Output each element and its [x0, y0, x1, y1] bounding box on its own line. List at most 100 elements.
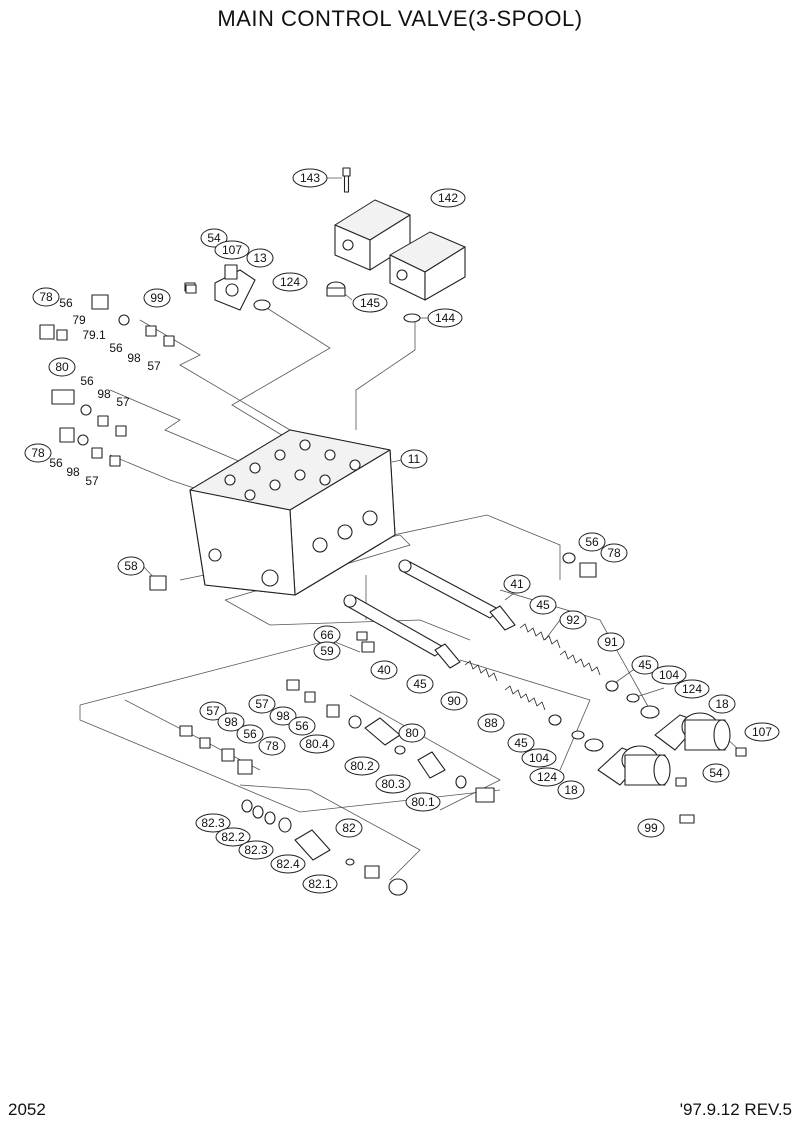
- callout-45: 45: [631, 655, 659, 675]
- callout-text: 57: [206, 704, 220, 718]
- callout-11: 11: [400, 449, 428, 469]
- part-label-56: 56: [109, 341, 123, 355]
- callout-66: 66: [313, 625, 341, 645]
- callout-144: 144: [427, 308, 463, 328]
- callout-143: 143: [292, 168, 328, 188]
- callout-80: 80: [398, 723, 426, 743]
- o-ring-124-low: [584, 738, 604, 752]
- part-label-57: 57: [147, 359, 161, 373]
- ring-104: [626, 693, 640, 703]
- callout-text: 92: [566, 613, 580, 627]
- callout-text: 99: [150, 291, 164, 305]
- callout-text: 124: [682, 682, 702, 696]
- callout-54: 54: [200, 228, 228, 248]
- callout-56: 56: [288, 716, 316, 736]
- callout-text: 82.4: [276, 857, 300, 871]
- callout-text: 66: [320, 628, 334, 642]
- callout-80-2: 80.2: [344, 756, 380, 776]
- callout-text: 78: [607, 546, 621, 560]
- part-label-79: 79: [72, 313, 86, 327]
- callout-145: 145: [352, 293, 388, 313]
- part-label-79-1: 79.1: [82, 328, 106, 342]
- callout-text: 124: [537, 770, 557, 784]
- callout-58: 58: [117, 556, 145, 576]
- callout-text: 82: [342, 821, 356, 835]
- callout-text: 107: [752, 725, 772, 739]
- callout-104: 104: [651, 665, 687, 685]
- part-label-98: 98: [97, 387, 111, 401]
- callout-78: 78: [32, 287, 60, 307]
- callout-45: 45: [406, 674, 434, 694]
- flange-13: [214, 264, 256, 311]
- callout-45: 45: [529, 595, 557, 615]
- o-ring-144: [403, 313, 421, 323]
- callout-18: 18: [557, 780, 585, 800]
- callout-78: 78: [600, 543, 628, 563]
- callout-text: 54: [207, 231, 221, 245]
- callout-text: 78: [31, 446, 45, 460]
- callout-80-1: 80.1: [405, 792, 441, 812]
- cap-18-lower: [597, 745, 671, 786]
- cap-18-upper: [654, 712, 731, 751]
- part-label-56: 56: [49, 456, 63, 470]
- callout-text: 78: [39, 290, 53, 304]
- part-label-98: 98: [127, 351, 141, 365]
- callout-40: 40: [370, 660, 398, 680]
- callout-text: 80.4: [305, 737, 329, 751]
- callout-text: 45: [413, 677, 427, 691]
- bolt-143: [342, 167, 351, 193]
- callout-text: 107: [222, 243, 242, 257]
- callout-98: 98: [217, 712, 245, 732]
- callout-text: 90: [447, 694, 461, 708]
- callout-text: 91: [604, 635, 618, 649]
- part-label-56: 56: [59, 296, 73, 310]
- callout-text: 143: [300, 171, 320, 185]
- callout-text: 45: [638, 658, 652, 672]
- callout-text: 80: [405, 726, 419, 740]
- callout-text: 78: [265, 739, 279, 753]
- callout-78: 78: [258, 736, 286, 756]
- callout-text: 80.2: [350, 759, 374, 773]
- callout-41: 41: [503, 574, 531, 594]
- callout-text: 11: [408, 452, 421, 466]
- part-label-56: 56: [80, 374, 94, 388]
- page-title: MAIN CONTROL VALVE(3-SPOOL): [217, 6, 583, 31]
- ring-45-low: [548, 714, 562, 726]
- callout-56: 56: [578, 532, 606, 552]
- callout-78: 78: [24, 443, 52, 463]
- callout-text: 145: [360, 296, 380, 310]
- callout-82-2: 82.2: [215, 827, 251, 847]
- callout-82-1: 82.1: [302, 874, 338, 894]
- callout-text: 82.2: [221, 830, 245, 844]
- callout-text: 80: [55, 360, 69, 374]
- callout-text: 144: [435, 311, 455, 325]
- spool-40: [343, 594, 461, 669]
- callout-text: 45: [536, 598, 550, 612]
- callout-104: 104: [521, 748, 557, 768]
- callout-124: 124: [529, 767, 565, 787]
- callout-98: 98: [269, 706, 297, 726]
- callout-text: 98: [276, 709, 290, 723]
- o-ring-124-top: [253, 299, 271, 311]
- ring-104-low: [571, 730, 585, 740]
- callout-text: 80.1: [411, 795, 435, 809]
- relief-valve-82: [241, 799, 408, 896]
- callout-text: 45: [514, 736, 528, 750]
- springs: [464, 623, 601, 711]
- part-label-98: 98: [66, 465, 80, 479]
- callout-text: 82.1: [308, 877, 332, 891]
- callout-text: 142: [438, 191, 458, 205]
- callout-text: 82.3: [244, 843, 268, 857]
- callout-82-3: 82.3: [195, 813, 231, 833]
- callout-80-3: 80.3: [375, 774, 411, 794]
- ring-45: [605, 680, 619, 692]
- callout-text: 58: [124, 559, 138, 573]
- callout-90: 90: [440, 691, 468, 711]
- revision-date: '97.9.12 REV.5: [679, 1100, 792, 1119]
- callout-text: 18: [564, 783, 578, 797]
- valve-body: [189, 429, 396, 596]
- callout-80: 80: [48, 357, 76, 377]
- callout-91: 91: [597, 632, 625, 652]
- callout-text: 56: [585, 535, 599, 549]
